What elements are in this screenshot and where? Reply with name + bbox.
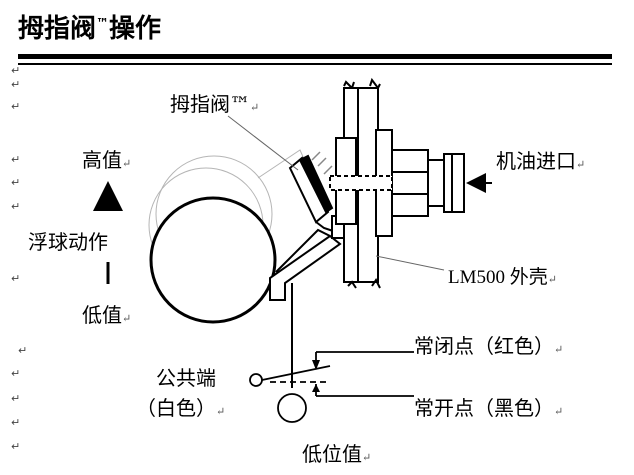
paragraph-mark: ↵ — [11, 100, 21, 113]
paragraph-mark: ↵ — [11, 176, 21, 189]
paragraph-mark: ↵ — [11, 367, 21, 380]
oil-inlet-label: 机油进口↵ — [496, 149, 586, 173]
paragraph-mark: ↵ — [11, 64, 21, 77]
float-arm — [269, 228, 342, 388]
page-title: 拇指阀™操作 — [18, 14, 162, 44]
thumb-valve-lever — [288, 151, 345, 239]
nc-arrow — [312, 360, 320, 370]
oil-inlet-fitting — [329, 149, 465, 217]
paragraph-mark: ↵ — [11, 392, 21, 405]
high-value-label: 高值↵ — [82, 148, 132, 172]
low-value-label: 低值↵ — [82, 303, 132, 327]
paragraph-mark: ↵ — [11, 153, 21, 166]
normally-closed-label: 常闭点（红色）↵ — [414, 334, 564, 358]
paragraph-mark: ↵ — [11, 416, 21, 429]
title-rule-thick — [18, 54, 612, 59]
common-color-label: （白色）↵ — [136, 396, 226, 420]
thumb-valve-label: 拇指阀™↵ — [170, 92, 260, 116]
housing-leader — [375, 255, 445, 271]
low-position-label: 低位值↵ — [302, 442, 372, 466]
paragraph-mark: ↵ — [11, 200, 21, 213]
paragraph-mark: ↵ — [11, 272, 21, 285]
paragraph-mark: ↵ — [11, 440, 21, 453]
common-label: 公共端 — [156, 366, 216, 390]
paragraph-mark: ↵ — [11, 78, 21, 91]
housing-label: LM500 外壳↵ — [448, 267, 557, 288]
title-rule-thin — [18, 63, 612, 65]
thumb-valve-leader — [227, 115, 299, 171]
float-ball — [149, 196, 277, 324]
float-action-label: 浮球动作 — [28, 230, 108, 254]
normally-open-label: 常开点（黑色）↵ — [414, 396, 564, 420]
paragraph-mark: ↵ — [18, 344, 28, 357]
no-arrow — [312, 384, 320, 392]
switch-contacts — [249, 351, 414, 423]
